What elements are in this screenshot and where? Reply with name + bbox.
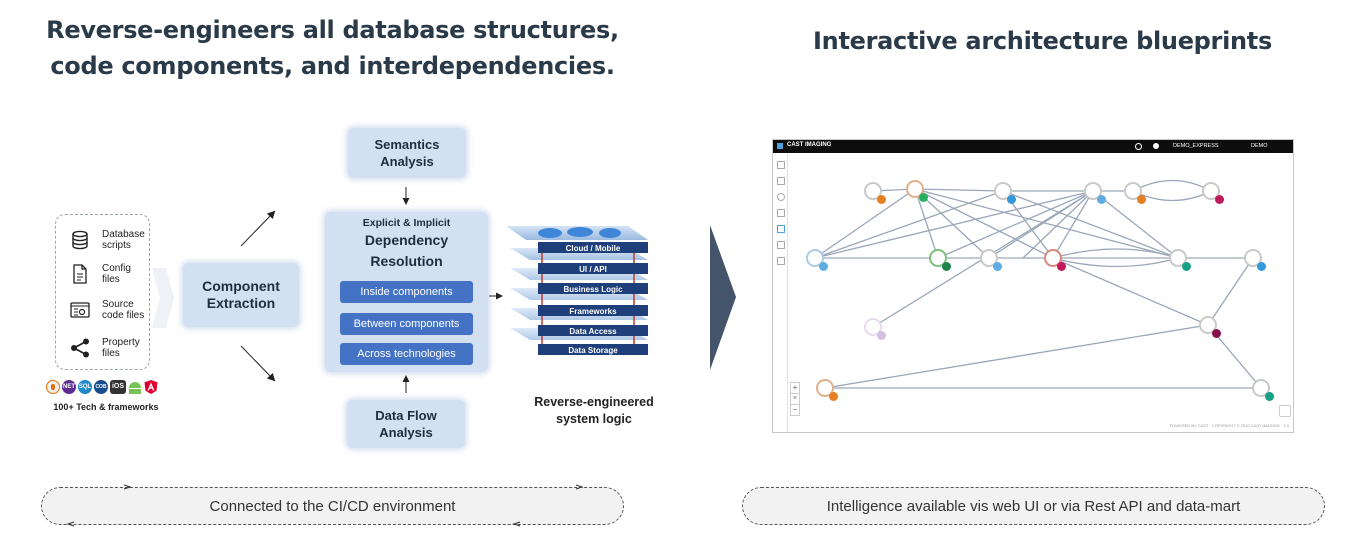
angular-icon xyxy=(144,380,158,394)
app-header-bar: CAST IMAGING DEMO_EXPRESS DEMO xyxy=(773,140,1293,153)
ios-icon: iOS xyxy=(110,380,126,394)
layer-label-business: Business Logic xyxy=(563,285,623,294)
sources-arrow xyxy=(152,268,174,328)
left-footer-label: Connected to the CI/CD environment xyxy=(209,498,456,515)
graph-node-9[interactable] xyxy=(980,249,1002,271)
cicd-arrows xyxy=(66,484,584,527)
source-label-property: Property files xyxy=(102,337,140,359)
java-icon xyxy=(46,380,60,394)
dependency-pill-between: Between components xyxy=(340,313,473,335)
semantics-analysis-label: Semantics Analysis xyxy=(374,137,440,169)
layer-label-cloud: Cloud / Mobile xyxy=(565,244,621,253)
source-item-property: Property files xyxy=(70,337,146,359)
layer-label-ui-api: UI / API xyxy=(579,265,607,274)
dependency-subtitle: Explicit & Implicit xyxy=(362,217,451,229)
zoom-out-button[interactable]: − xyxy=(790,405,800,416)
android-icon xyxy=(128,380,142,394)
component-extraction-label: Component Extraction xyxy=(202,278,280,311)
left-title-line2: code components, and interdependencies. xyxy=(50,52,615,80)
layers-caption: Reverse-engineered system logic xyxy=(534,395,654,426)
graph-edges xyxy=(814,179,1262,389)
source-item-database: Database scripts xyxy=(70,229,152,251)
graph-node-12[interactable] xyxy=(1244,249,1266,271)
component-extraction-box: Component Extraction xyxy=(183,263,299,327)
cloud-shapes xyxy=(538,227,621,238)
sidebar-tool-icon-7[interactable] xyxy=(777,257,785,265)
layer-label-data-access: Data Access xyxy=(569,327,617,336)
database-icon xyxy=(72,230,88,250)
source-item-source-code: Source code files xyxy=(70,299,146,321)
header-user-icon[interactable] xyxy=(1153,143,1159,149)
graph-node-1[interactable] xyxy=(864,182,886,204)
source-item-config: Config files xyxy=(70,263,140,285)
graph-node-13[interactable] xyxy=(864,318,886,340)
right-title: Interactive architecture blueprints xyxy=(813,27,1272,55)
diagonal-arrows xyxy=(240,210,276,382)
source-label-database: Database scripts xyxy=(102,229,145,251)
share-icon xyxy=(71,338,89,358)
left-title-line1: Reverse-engineers all database structure… xyxy=(46,16,619,44)
app-dropdown-1[interactable]: DEMO_EXPRESS xyxy=(1173,143,1219,149)
tech-icons-row: NET SQL COB iOS xyxy=(46,380,164,396)
canvas-search-button[interactable] xyxy=(1279,405,1291,417)
sidebar-tool-icon-5[interactable] xyxy=(777,225,785,233)
graph-node-5[interactable] xyxy=(1124,182,1146,204)
source-code-icon xyxy=(70,302,90,318)
dependency-resolution-box: Explicit & Implicit Dependency Resolutio… xyxy=(325,212,488,372)
graph-node-14[interactable] xyxy=(1199,316,1221,338)
data-flow-analysis-label: Data Flow Analysis xyxy=(375,408,437,440)
graph-node-7[interactable] xyxy=(806,249,828,271)
sidebar-tool-icon-6[interactable] xyxy=(777,241,785,249)
layer-label-frameworks: Frameworks xyxy=(569,307,617,316)
layer-stack xyxy=(506,226,648,355)
graph-node-8[interactable] xyxy=(929,249,951,271)
right-footer-capsule: Intelligence available vis web UI or via… xyxy=(742,487,1325,525)
sidebar-tool-icon-4[interactable] xyxy=(777,209,785,217)
chevron-right-icon xyxy=(710,225,736,370)
graph-node-3[interactable] xyxy=(994,182,1016,204)
zoom-controls: + × − xyxy=(790,382,800,416)
file-icon xyxy=(73,264,87,284)
dotnet-icon: NET xyxy=(62,380,76,394)
graph-node-2[interactable] xyxy=(906,180,928,202)
left-footer-capsule: Connected to the CI/CD environment xyxy=(41,487,624,525)
graph-node-15[interactable] xyxy=(816,379,838,401)
sidebar-tool-icon-1[interactable] xyxy=(777,161,785,169)
graph-node-6[interactable] xyxy=(1202,182,1224,204)
graph-node-11[interactable] xyxy=(1169,249,1191,271)
source-label-config: Config files xyxy=(102,263,131,285)
sidebar-tool-icon-3[interactable] xyxy=(777,193,785,201)
dependency-title: Dependency Resolution xyxy=(364,232,449,269)
imaging-app-window: CAST IMAGING DEMO_EXPRESS DEMO + × − POW… xyxy=(772,139,1294,433)
left-title: Reverse-engineers all database structure… xyxy=(20,12,645,84)
layer-label-data-storage: Data Storage xyxy=(568,346,618,355)
header-search-icon[interactable] xyxy=(1135,143,1142,150)
app-status-text: POWERED BY CAST · COPYRIGHT © 2020 CAST … xyxy=(1169,423,1289,428)
sql-icon: SQL xyxy=(78,380,92,394)
sidebar-tool-icon-2[interactable] xyxy=(777,177,785,185)
zoom-in-button[interactable]: + xyxy=(790,382,800,394)
source-label-source-code: Source code files xyxy=(102,299,145,321)
layer-bars xyxy=(538,242,648,355)
app-name: CAST IMAGING xyxy=(787,142,832,148)
app-dropdown-2[interactable]: DEMO xyxy=(1251,143,1268,149)
app-logo-icon xyxy=(777,143,783,149)
data-flow-analysis-box: Data Flow Analysis xyxy=(347,400,465,448)
flow-arrows xyxy=(402,187,503,393)
semantics-analysis-box: Semantics Analysis xyxy=(348,128,466,178)
tech-caption: 100+ Tech & frameworks xyxy=(53,402,159,412)
cobol-icon: COB xyxy=(94,380,108,394)
zoom-fit-button[interactable]: × xyxy=(790,394,800,405)
graph-node-4[interactable] xyxy=(1084,182,1106,204)
graph-node-16[interactable] xyxy=(1252,379,1274,401)
right-footer-label: Intelligence available vis web UI or via… xyxy=(826,498,1241,515)
sources-panel: Database scripts Config files Source cod… xyxy=(55,214,150,370)
dependency-pill-inside: Inside components xyxy=(340,281,473,303)
dependency-pill-across: Across technologies xyxy=(340,343,473,365)
app-sidebar xyxy=(773,153,788,432)
graph-node-10[interactable] xyxy=(1044,249,1066,271)
